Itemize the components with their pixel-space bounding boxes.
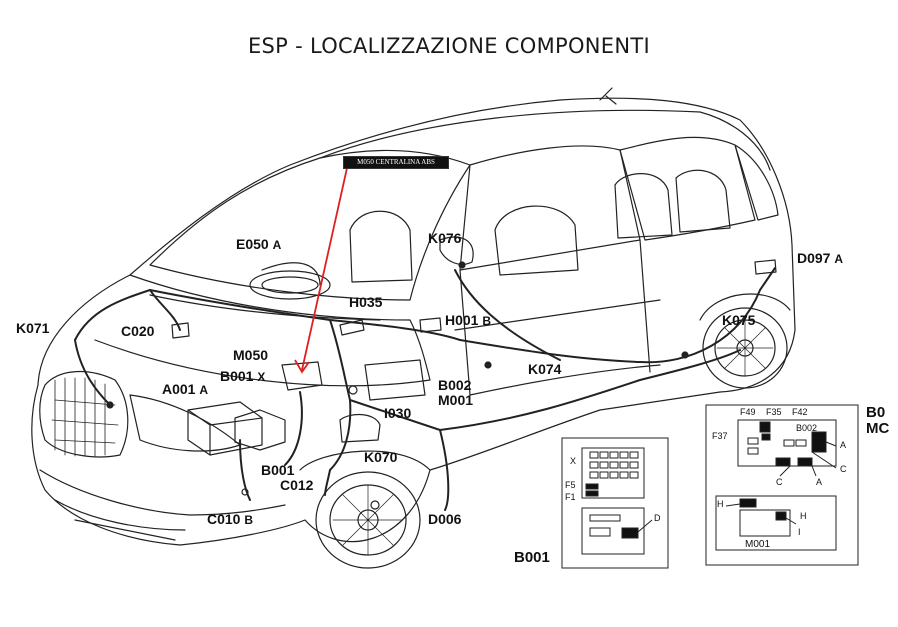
abs-unit-m050: [281, 361, 323, 391]
battery-a001: [187, 401, 263, 456]
front-seat: [349, 210, 413, 283]
inset-b001-caption: B001: [514, 549, 550, 566]
inset-b001-label-d: D: [654, 513, 661, 523]
body-outline: [31, 97, 796, 546]
inset-b002-label-f37: F37: [712, 431, 728, 441]
hood-outline: [94, 274, 431, 387]
inset-b002-caption-b0: B0: [866, 404, 886, 421]
label-c010: C010 B: [207, 511, 254, 527]
inset-b002-label-b002: B002: [796, 423, 818, 433]
inset-b002-caption-mc: MC: [866, 420, 890, 437]
label-h035: H035: [349, 294, 383, 310]
rear-wheel: [702, 307, 788, 389]
front-wheel-arch: [299, 450, 431, 471]
side-mirror: [439, 236, 474, 265]
label-b001x: B001 X: [220, 368, 266, 384]
quarter-window: [734, 144, 779, 221]
label-b001: B001: [261, 462, 295, 478]
label-h001: H001 B: [445, 312, 492, 328]
rear-side-window: [619, 136, 756, 241]
inset-b002-label-i: I: [798, 527, 801, 537]
label-a001: A001 A: [162, 381, 209, 397]
rear-seat-right: [675, 169, 731, 233]
antenna: [599, 87, 617, 105]
inset-b002-label-f42: F42: [792, 407, 808, 417]
callout-arrow-head: [294, 359, 310, 374]
inset-b002-label-f49: F49: [740, 407, 756, 417]
rear-seat: [614, 173, 673, 239]
inset-b002-box: [705, 404, 859, 566]
component-d097: [754, 259, 777, 275]
windshield: [149, 149, 471, 301]
fusebox-b001: [234, 409, 286, 451]
roof-line: [319, 109, 771, 171]
front-grille: [39, 370, 129, 458]
label-c012: C012: [280, 477, 314, 493]
label-b002: B002: [438, 377, 472, 393]
engine-cover: [261, 262, 321, 286]
label-d097: D097 A: [797, 250, 844, 266]
inset-b002-label-a1: A: [840, 440, 847, 450]
inset-b002-label-f35: F35: [766, 407, 782, 417]
label-e050: E050 A: [236, 236, 282, 252]
front-seat-right: [494, 205, 579, 276]
label-k076: K076: [428, 230, 462, 246]
component-k070: [339, 414, 381, 443]
component-h001: [419, 317, 442, 333]
inset-b002-label-h2: H: [800, 511, 807, 521]
label-k070: K070: [364, 449, 398, 465]
inset-b002-label-c1: C: [840, 464, 847, 474]
door-lines: [454, 239, 661, 396]
label-m050: M050: [233, 347, 269, 363]
wiring-harness: [74, 267, 776, 511]
fusebox-b002: [364, 359, 426, 401]
inset-b002-label-a2: A: [816, 477, 823, 487]
inset-b002-label-h1: H: [717, 499, 724, 509]
label-k075: K075: [722, 312, 756, 328]
front-wheel: [315, 471, 421, 569]
inset-b001-label-f1: F1: [565, 492, 576, 502]
inset-b001-label-x: X: [570, 456, 577, 466]
component-c020: [171, 322, 190, 339]
label-m001: M001: [438, 392, 474, 408]
callout-arrow: [301, 167, 348, 371]
inset-b001-box: [561, 437, 669, 569]
front-bumper: [39, 469, 286, 516]
hood-crease: [149, 294, 381, 321]
inset-b001-label-f5: F5: [565, 480, 576, 490]
inset-b002-label-m001: M001: [745, 539, 771, 550]
steering-wheel: [249, 270, 331, 300]
label-k071: K071: [16, 320, 50, 336]
label-d006: D006: [428, 511, 462, 527]
rear-wheel-arch: [699, 293, 791, 321]
label-k074: K074: [528, 361, 562, 377]
inset-b002-label-c2: C: [776, 477, 783, 487]
label-i030: I030: [384, 405, 412, 421]
label-c020: C020: [121, 323, 155, 339]
callout-m050-label: M050 CENTRALINA ABS: [343, 156, 449, 169]
page-title: ESP - LOCALIZZAZIONE COMPONENTI: [247, 34, 650, 58]
